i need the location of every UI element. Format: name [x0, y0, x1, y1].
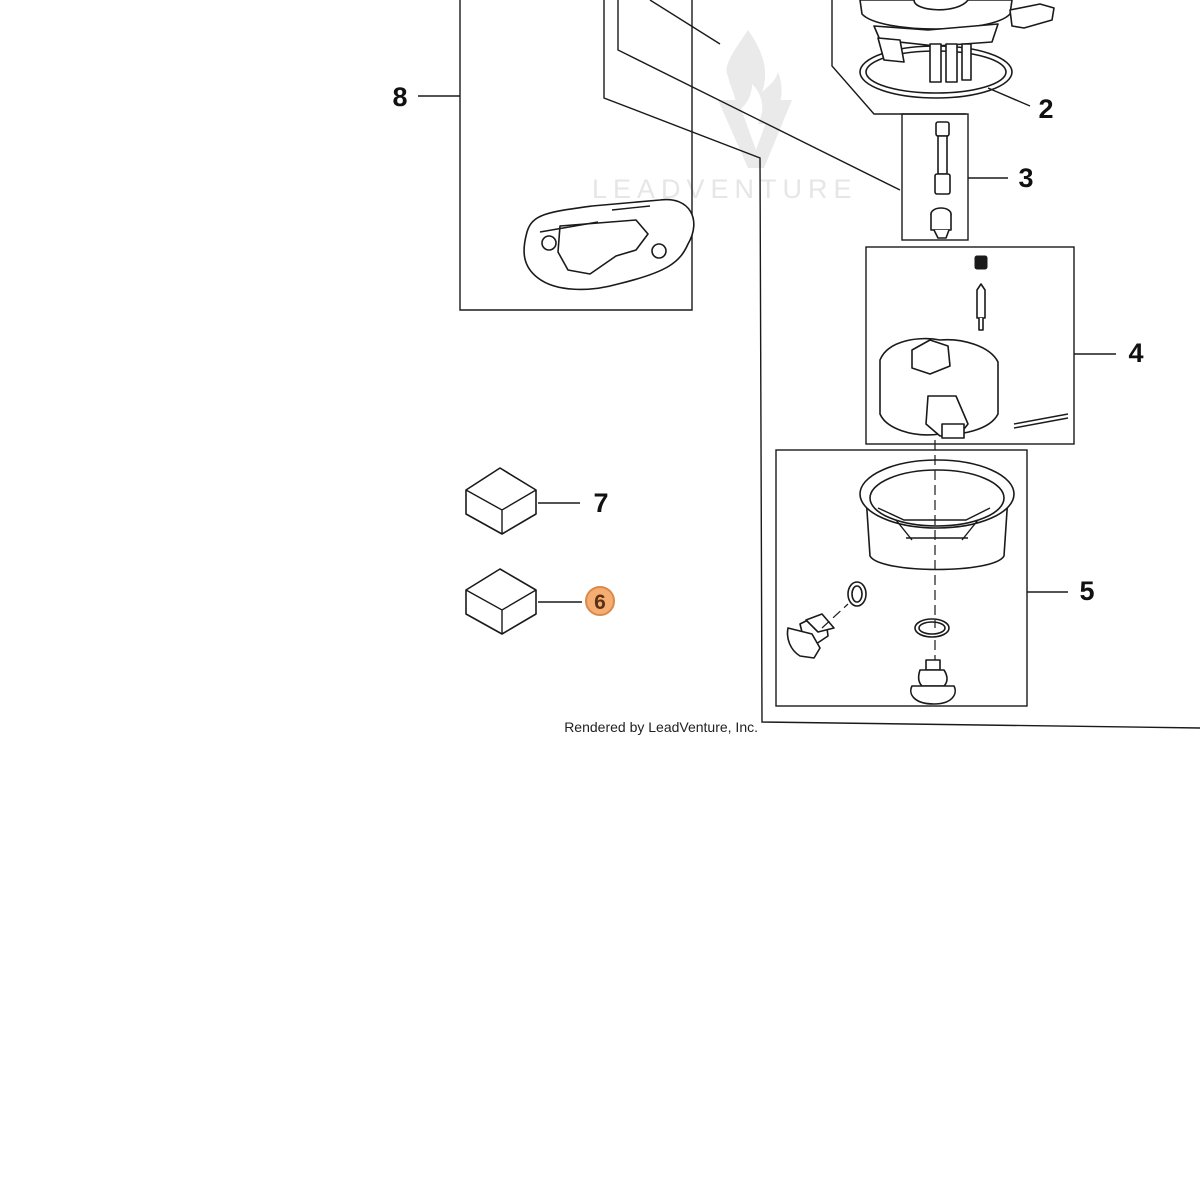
highlight-badge[interactable] — [585, 586, 615, 616]
callout-5[interactable]: 5 — [1079, 576, 1094, 606]
callout-4[interactable]: 4 — [1128, 338, 1143, 368]
box-5 — [775, 449, 1028, 707]
box-4 — [865, 246, 1075, 445]
callout-6[interactable]: 6 — [594, 591, 606, 614]
part-7-box — [465, 467, 537, 535]
callout-3[interactable]: 3 — [1018, 163, 1033, 193]
box-8 — [459, 0, 693, 311]
leader-lines — [418, 87, 1116, 603]
part-6-box — [465, 568, 537, 635]
inner-assembly-outline — [617, 0, 901, 191]
part-5-bowl — [786, 440, 1015, 705]
callout-8[interactable]: 8 — [392, 82, 407, 112]
watermark-text: LEADVENTURE — [592, 174, 858, 204]
callout-2[interactable]: 2 — [1038, 94, 1053, 124]
main-assembly-outline — [603, 0, 1200, 729]
render-credit: Rendered by LeadVenture, Inc. — [564, 719, 758, 735]
part-8-gasket — [523, 198, 695, 291]
assembly-frames — [459, 0, 1200, 729]
part-3-needle — [930, 121, 952, 239]
watermark: LEADVENTURE — [592, 30, 858, 204]
part-4-float — [879, 255, 1069, 439]
callout-7[interactable]: 7 — [593, 488, 608, 518]
box-3 — [901, 113, 969, 241]
flame-logo-icon — [718, 30, 792, 168]
callout-6-highlight[interactable]: 6 — [585, 586, 615, 616]
part-2-carburetor-top — [859, 0, 1055, 99]
diagonal-outline — [649, 0, 721, 45]
callouts: 2 3 4 5 6 7 8 — [392, 82, 1144, 616]
